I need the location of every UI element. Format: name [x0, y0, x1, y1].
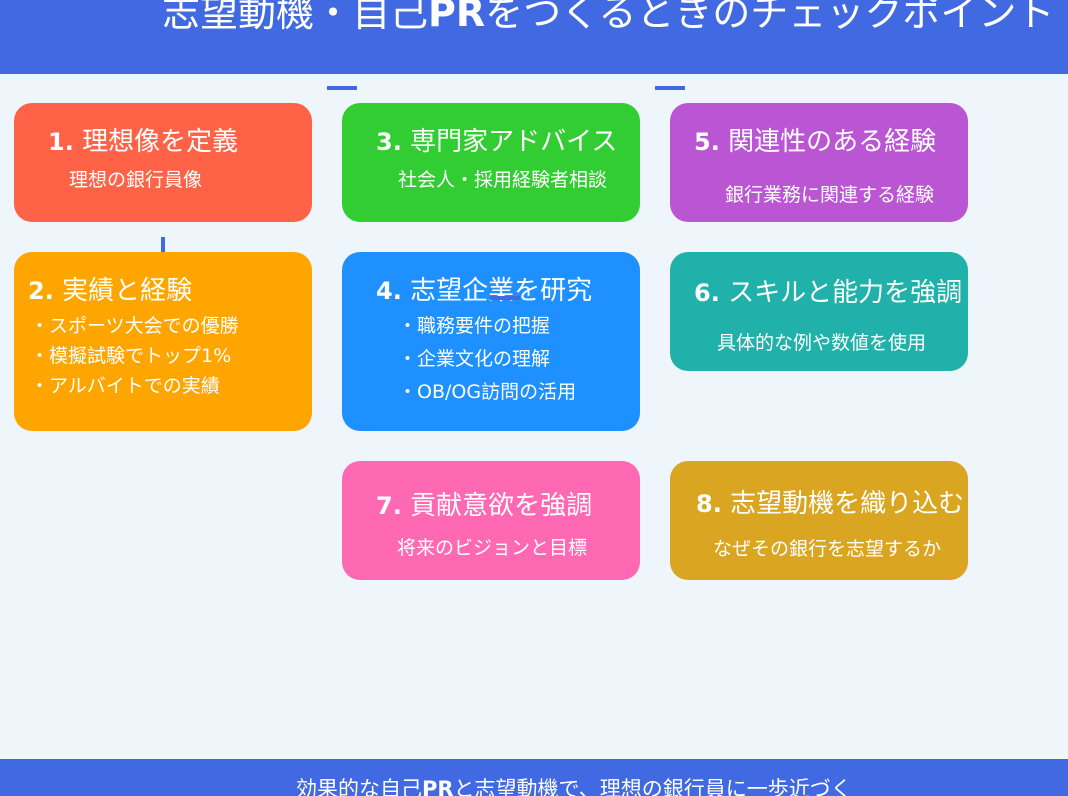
header-banner: 志望動機・自己PRをつくるときのチェックポイント — [0, 0, 1068, 74]
card-title: 8. 志望動機を織り込む — [696, 483, 964, 520]
footer-part: 効果的な自己 — [296, 777, 422, 796]
card-title: 7. 貢献意欲を強調 — [376, 485, 592, 522]
card-subtitle: 銀行業務に関連する経験 — [725, 184, 935, 206]
page-title: 志望動機・自己PRをつくるときのチェックポイント — [162, 0, 1054, 37]
footer-banner: 効果的な自己PRと志望動機で、理想の銀行員に一歩近づく — [0, 759, 1068, 796]
list-item: ・アルバイトでの実績 — [30, 375, 220, 397]
card-title: 5. 関連性のある経験 — [694, 121, 936, 158]
list-item: ・企業文化の理解 — [398, 348, 551, 370]
card-number: 8. — [696, 490, 722, 518]
footer-part: と志望動機で、理想の銀行員に一歩近づく — [453, 777, 852, 796]
card-title-text: 実績と経験 — [62, 276, 193, 306]
checkpoint-card-6: 6. スキルと能力を強調 具体的な例や数値を使用 — [670, 252, 968, 371]
card-number: 6. — [694, 279, 720, 307]
checkpoint-card-8: 8. 志望動機を織り込む なぜその銀行を志望するか — [670, 461, 968, 580]
list-item: ・OB/OG訪問の活用 — [398, 381, 577, 403]
card-title-text: 専門家アドバイス — [410, 127, 618, 157]
title-part: 志望動機・自己 — [162, 0, 429, 35]
card-title-text: 理想像を定義 — [82, 127, 239, 157]
card-number: 1. — [48, 128, 74, 156]
list-item: ・模擬試験でトップ1% — [30, 345, 232, 367]
title-part: をつくるときのチェックポイント — [485, 0, 1055, 35]
card-number: 4. — [376, 277, 402, 305]
connector-line — [655, 86, 685, 90]
card-title-text: 貢献意欲を強調 — [410, 491, 593, 521]
card-number: 2. — [28, 277, 54, 305]
checkpoint-card-3: 3. 専門家アドバイス 社会人・採用経験者相談 — [342, 103, 640, 222]
checkpoint-card-1: 1. 理想像を定義 理想の銀行員像 — [14, 103, 312, 222]
card-title: 2. 実績と経験 — [28, 270, 192, 307]
list-item: ・職務要件の把握 — [398, 315, 551, 337]
list-item: ・スポーツ大会での優勝 — [30, 315, 239, 337]
card-subtitle: なぜその銀行を志望するか — [713, 538, 942, 560]
card-title-text: スキルと能力を強調 — [728, 278, 963, 308]
connector-line — [490, 296, 520, 300]
card-subtitle: 具体的な例や数値を使用 — [717, 332, 927, 354]
checkpoint-card-4: 4. 志望企業を研究 ・職務要件の把握 ・企業文化の理解 ・OB/OG訪問の活用 — [342, 252, 640, 431]
footer-pr: PR — [422, 777, 454, 796]
card-title: 6. スキルと能力を強調 — [694, 272, 962, 309]
card-list: ・スポーツ大会での優勝 ・模擬試験でトップ1% ・アルバイトでの実績 — [30, 311, 239, 401]
card-number: 3. — [376, 128, 402, 156]
card-title-text: 志望動機を織り込む — [730, 489, 965, 519]
checkpoint-card-2: 2. 実績と経験 ・スポーツ大会での優勝 ・模擬試験でトップ1% ・アルバイトで… — [14, 252, 312, 431]
connector-line — [327, 86, 357, 90]
card-list: ・職務要件の把握 ・企業文化の理解 ・OB/OG訪問の活用 — [398, 310, 576, 409]
card-title: 4. 志望企業を研究 — [376, 270, 592, 307]
footer-message: 効果的な自己PRと志望動機で、理想の銀行員に一歩近づく — [296, 773, 852, 796]
card-title-text: 志望企業を研究 — [410, 276, 593, 306]
card-number: 5. — [694, 128, 720, 156]
card-number: 7. — [376, 492, 402, 520]
checkpoint-card-7: 7. 貢献意欲を強調 将来のビジョンと目標 — [342, 461, 640, 580]
card-subtitle: 社会人・採用経験者相談 — [398, 169, 608, 191]
card-subtitle: 将来のビジョンと目標 — [397, 537, 588, 559]
card-title: 1. 理想像を定義 — [48, 121, 238, 158]
card-subtitle: 理想の銀行員像 — [69, 169, 203, 191]
checkpoint-card-5: 5. 関連性のある経験 銀行業務に関連する経験 — [670, 103, 968, 222]
title-pr: PR — [428, 0, 486, 35]
card-title-text: 関連性のある経験 — [728, 127, 937, 157]
card-title: 3. 専門家アドバイス — [376, 121, 617, 158]
